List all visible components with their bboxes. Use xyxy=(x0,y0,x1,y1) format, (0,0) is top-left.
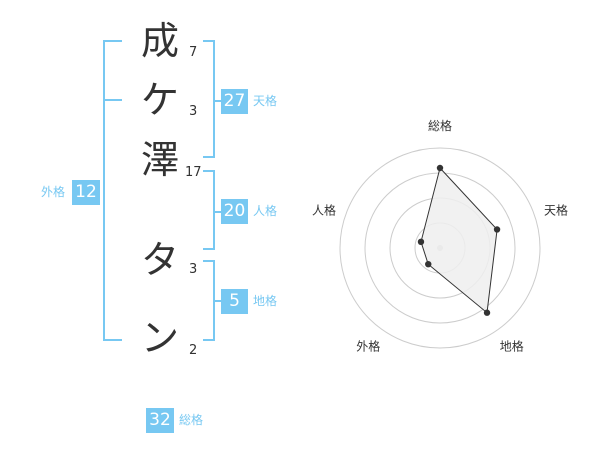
radar-point-3 xyxy=(483,309,491,316)
radar-polygon xyxy=(420,166,498,314)
gaikaku-bracket-mid xyxy=(103,99,122,101)
gaikaku-bracket-top xyxy=(103,40,122,42)
radar-axis-label-3: 地格 xyxy=(500,339,524,354)
radar-points xyxy=(417,164,501,316)
chikaku-value: 5 xyxy=(221,289,248,314)
stroke-count-1: 7 xyxy=(189,45,198,60)
name-char-3: 澤 xyxy=(140,138,179,182)
tenkaku-value: 27 xyxy=(221,89,248,114)
chikaku-bracket-top xyxy=(203,260,215,262)
tenkaku-bracket-top xyxy=(203,40,215,42)
stroke-count-3: 17 xyxy=(185,165,202,180)
chikaku-label: 地格 xyxy=(253,294,278,308)
gaikaku-bracket-bottom xyxy=(103,339,122,341)
jinkaku-bracket-tick xyxy=(213,211,221,213)
radar-ring-4 xyxy=(339,147,541,349)
radar-axis-label-5: 人格 xyxy=(312,202,336,217)
radar-point-4 xyxy=(425,260,432,268)
jinkaku-bracket-top xyxy=(203,170,215,172)
radar-axis-label-1: 総格 xyxy=(428,118,452,133)
stroke-count-5: 2 xyxy=(189,343,198,358)
gaikaku-value: 12 xyxy=(72,180,100,205)
jinkaku-bracket-vertical xyxy=(213,170,215,250)
radar-shape xyxy=(420,166,498,314)
tenkaku-bracket-tick xyxy=(213,100,221,102)
radar-point-5 xyxy=(417,238,425,246)
soukaku-label: 総格 xyxy=(179,413,204,427)
tenkaku-bracket-vertical xyxy=(213,40,215,158)
radar-point-1 xyxy=(436,164,444,172)
jinkaku-label: 人格 xyxy=(253,204,278,218)
chikaku-bracket-bottom xyxy=(203,339,215,341)
tenkaku-label: 天格 xyxy=(253,94,278,108)
gaikaku-bracket-vertical xyxy=(103,40,105,341)
name-char-5: ン xyxy=(140,316,179,360)
gaikaku-label: 外格 xyxy=(41,185,66,199)
stroke-count-2: 3 xyxy=(189,104,198,119)
radar-axis-label-4: 外格 xyxy=(356,339,380,354)
name-char-1: 成 xyxy=(140,19,179,63)
name-char-2: ケ xyxy=(140,78,179,122)
name-char-4: タ xyxy=(140,238,179,282)
stroke-count-4: 3 xyxy=(189,262,198,277)
tenkaku-bracket-bottom xyxy=(203,156,215,158)
soukaku-value: 32 xyxy=(146,408,174,433)
jinkaku-value: 20 xyxy=(221,199,248,224)
radar-axis-label-2: 天格 xyxy=(544,202,568,217)
radar-point-2 xyxy=(493,226,501,233)
jinkaku-bracket-bottom xyxy=(203,248,215,250)
chikaku-bracket-tick xyxy=(213,300,221,302)
